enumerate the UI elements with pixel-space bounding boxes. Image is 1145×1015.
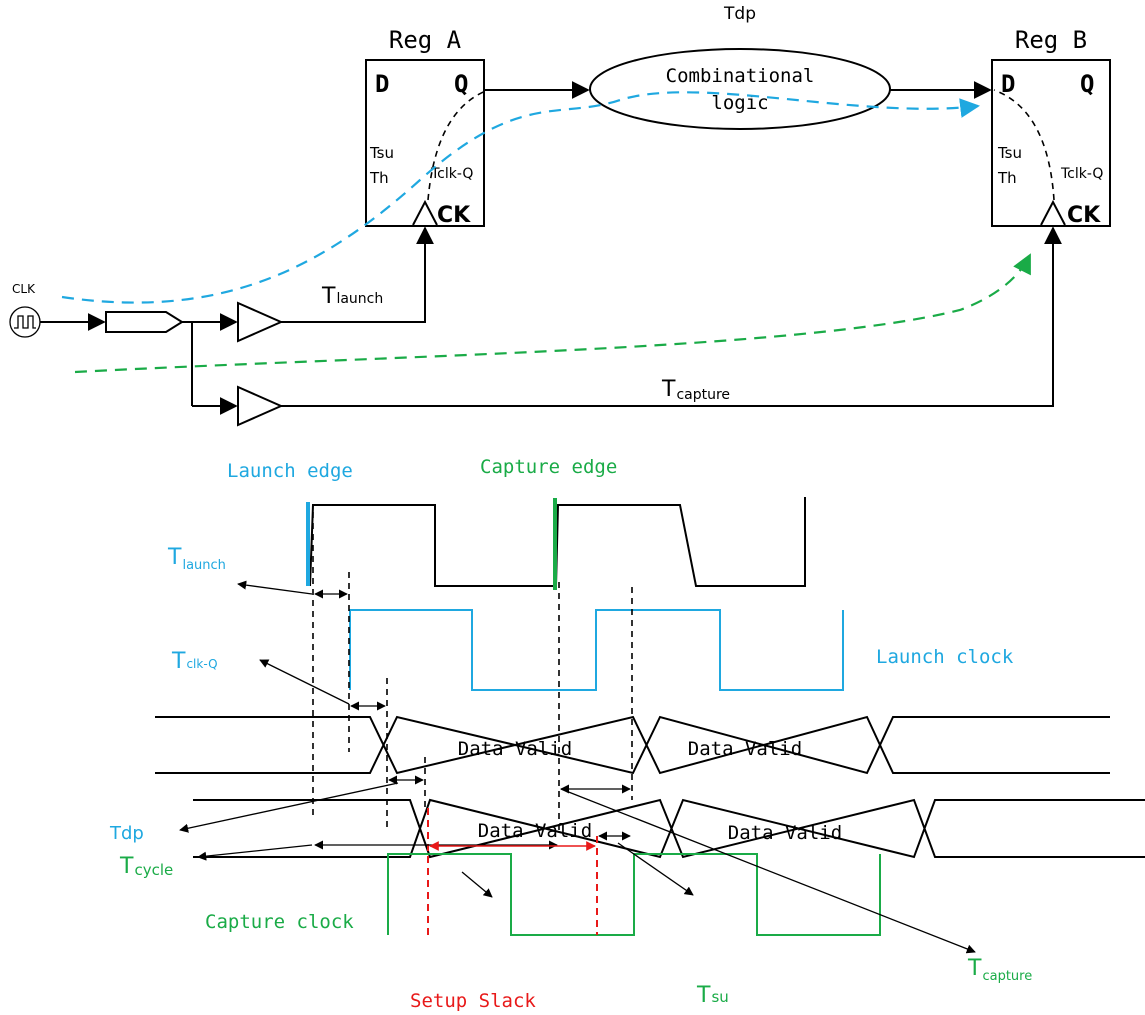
- t-launch-pointer: [237, 580, 313, 595]
- t-su-pointer: [617, 842, 694, 896]
- clock-source-icon: [9, 306, 41, 338]
- register-a: Reg A D Q Tsu Th Tclk-Q CK: [365, 26, 489, 228]
- comb-logic-label-line1: Combinational: [666, 65, 815, 87]
- data-row1-bottom: [155, 715, 1110, 775]
- launch-path-curve: [61, 91, 980, 304]
- capture-clock-buffer: [237, 385, 284, 427]
- t-cycle-label: Tcycle: [119, 854, 173, 879]
- reg-b-th: Th: [997, 169, 1017, 187]
- t-clkq-pointer: [259, 659, 350, 705]
- tdp-label: Tdp: [723, 4, 756, 24]
- tdp-pointer: [179, 782, 399, 833]
- t-capture-label: Tcapture: [967, 956, 1032, 984]
- launch-clock-label: Launch clock: [876, 646, 1014, 668]
- register-b: Reg B D Q Tsu Th Tclk-Q CK: [991, 26, 1111, 228]
- reg-a-ck-pin: CK: [437, 203, 471, 228]
- launch-edge-label: Launch edge: [227, 460, 353, 482]
- reg-b-title: Reg B: [1015, 26, 1087, 54]
- t-capture-pointer: [560, 788, 976, 954]
- data-row2-top: [193, 798, 1145, 859]
- reg-b-q-pin: Q: [1080, 70, 1094, 98]
- data-valid-4: Data Valid: [728, 822, 842, 844]
- reg-b-tsu: Tsu: [997, 144, 1022, 162]
- reg-a-clock-triangle: [412, 199, 438, 226]
- circuit: Reg A D Q Tsu Th Tclk-Q CK Reg B D Q Tsu…: [9, 4, 1111, 427]
- launch-clock-wire: [281, 226, 434, 323]
- setup-slack-label: Setup Slack: [410, 990, 536, 1012]
- reg-b-tclkq: Tclk-Q: [1060, 166, 1103, 182]
- tdp-timing-label: Tdp: [109, 823, 144, 844]
- reg-b-box: [991, 59, 1111, 227]
- t-capture-circuit-label: Tcapture: [661, 377, 730, 403]
- capture-path-curve: [74, 253, 1031, 374]
- reg-a-box: [365, 59, 485, 227]
- reg-b-clock-triangle: [1040, 199, 1066, 226]
- reg-a-th: Th: [369, 169, 389, 187]
- reg-b-ck-pin: CK: [1067, 203, 1101, 228]
- clock-buffer: [105, 311, 184, 333]
- capture-edge-label: Capture edge: [480, 456, 617, 478]
- t-launch-label: Tlaunch: [167, 545, 226, 573]
- reg-a-d-pin: D: [375, 70, 389, 98]
- reg-a-tclkq: Tclk-Q: [430, 166, 473, 182]
- timing-section: Launch edge Capture edge Launch clock Da…: [109, 456, 1145, 1012]
- data-valid-1: Data Valid: [458, 738, 572, 760]
- t-clkq-label: Tclk-Q: [171, 649, 218, 674]
- clock-source: CLK Tlaunch Tcapture: [9, 226, 1062, 427]
- reference-clock-waveform: [309, 497, 806, 587]
- combinational-logic: Tdp Combinational logic: [589, 4, 891, 130]
- capture-clock-wire: [281, 226, 1062, 407]
- setup-slack-pointer: [461, 871, 493, 898]
- t-su-label: Tsu: [696, 983, 729, 1008]
- clock-wave-icon: [14, 315, 36, 329]
- t-cycle-pointer: [197, 844, 313, 861]
- t-launch-circuit-label: Tlaunch: [321, 284, 383, 309]
- reg-a-title: Reg A: [389, 26, 462, 54]
- launch-clock-waveform: [349, 609, 844, 691]
- reg-a-q-pin: Q: [454, 70, 468, 98]
- capture-clock-waveform: [387, 853, 881, 936]
- reg-a-clk-to-q-path: [427, 89, 489, 201]
- launch-clock-buffer: [237, 301, 284, 343]
- data-valid-2: Data Valid: [688, 738, 802, 760]
- comb-logic-ellipse: [589, 48, 891, 130]
- data-valid-3: Data Valid: [478, 820, 592, 842]
- data-row2-bottom: [193, 798, 1145, 859]
- comb-logic-label-line2: logic: [711, 92, 768, 114]
- clk-label: CLK: [12, 282, 36, 296]
- reg-b-d-pin: D: [1001, 70, 1015, 98]
- reg-a-tsu: Tsu: [369, 144, 394, 162]
- capture-clock-label: Capture clock: [205, 911, 354, 933]
